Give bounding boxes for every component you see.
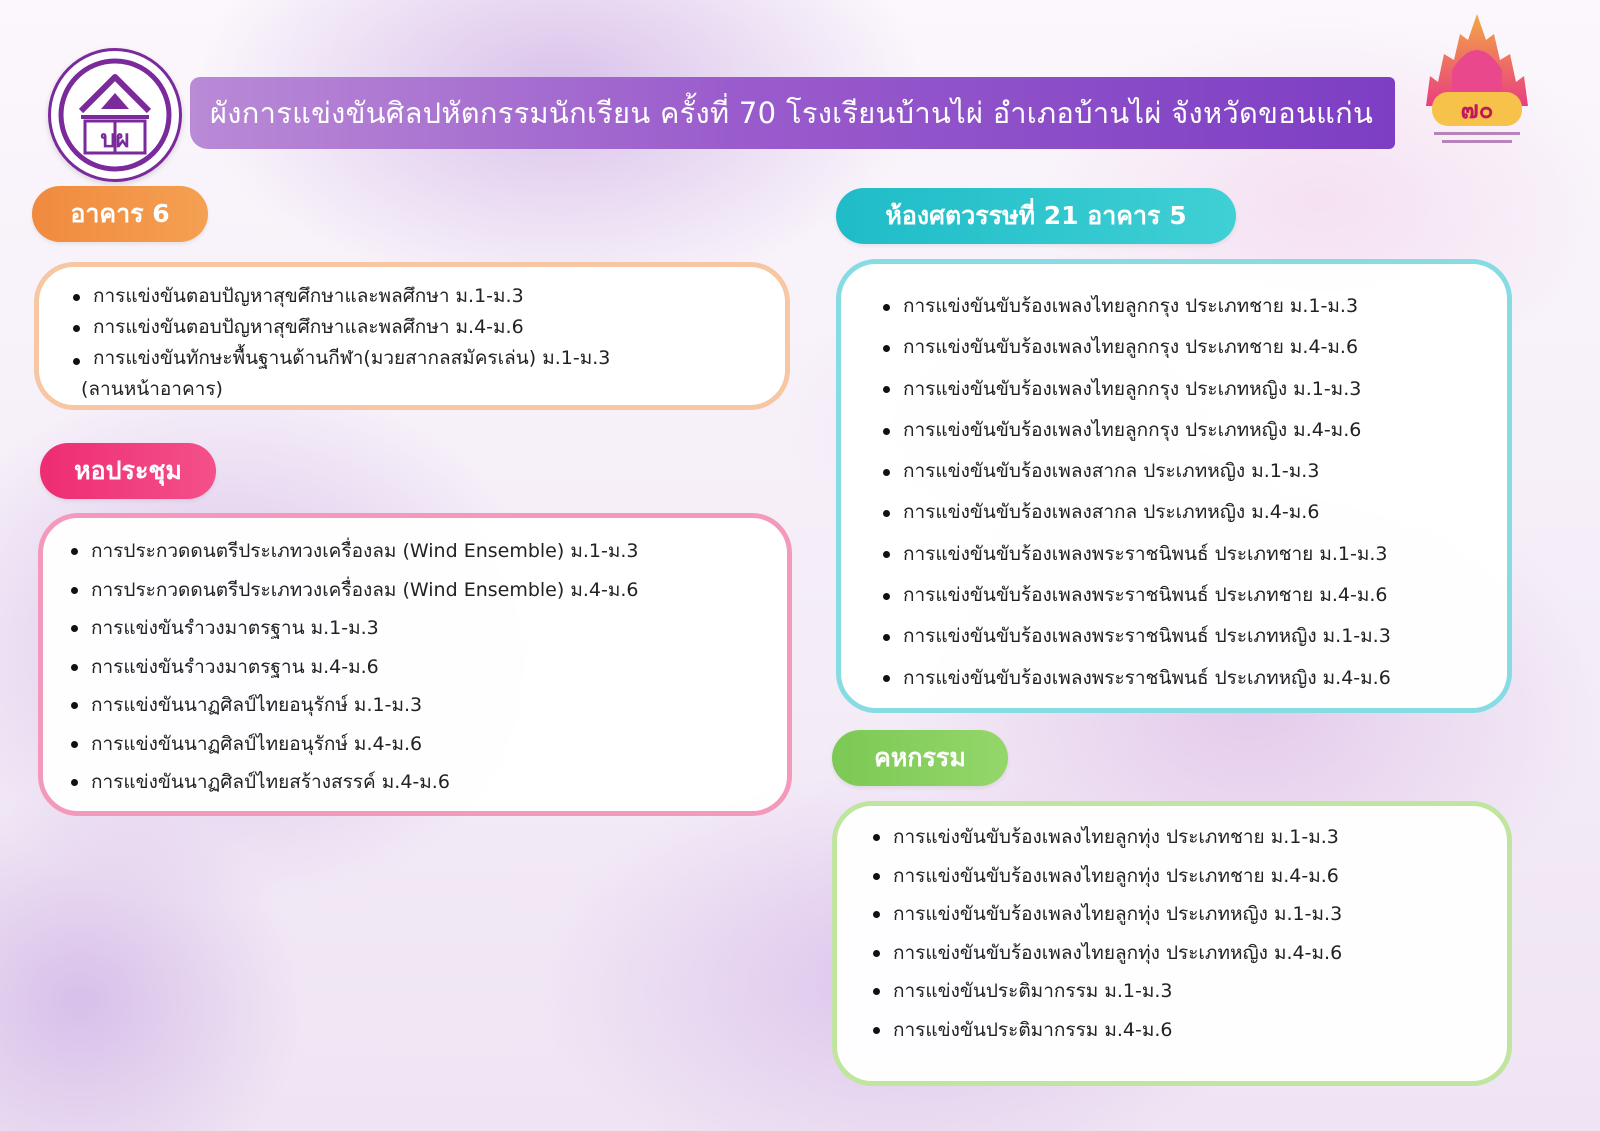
list-item: การแข่งขันทักษะพื้นฐานด้านกีฬา(มวยสากลสม… [72,343,611,405]
list-item: การแข่งขันขับร้องเพลงสากล ประเภทหญิง ม.1… [883,451,1391,492]
list-item: การแข่งขันขับร้องเพลงพระราชนิพนธ์ ประเภท… [883,658,1391,699]
tag-building-6-label: อาคาร 6 [70,199,170,228]
logo-left-text: บผ [100,125,129,153]
list-item: การประกวดดนตรีประเภทวงเครื่องลม (Wind En… [70,532,638,571]
logo-right-text: ๗๐ [1461,96,1494,124]
tag-hall-label: หอประชุม [74,456,182,485]
list-item: การแข่งขันรำวงมาตรฐาน ม.4-ม.6 [70,648,638,687]
list-item: การแข่งขันขับร้องเพลงไทยลูกทุ่ง ประเภทชา… [872,857,1342,896]
list-item: การแข่งขันนาฏศิลป์ไทยสร้างสรรค์ ม.4-ม.6 [70,763,638,802]
list-item: การแข่งขันรำวงมาตรฐาน ม.1-ม.3 [70,609,638,648]
list-item: การแข่งขันขับร้องเพลงพระราชนิพนธ์ ประเภท… [883,616,1391,657]
tag-building-6: อาคาร 6 [32,186,208,242]
list-item: การแข่งขันนาฏศิลป์ไทยอนุรักษ์ ม.4-ม.6 [70,725,638,764]
card-home-economics: การแข่งขันขับร้องเพลงไทยลูกทุ่ง ประเภทชา… [832,801,1512,1086]
list-item: การแข่งขันขับร้องเพลงสากล ประเภทหญิง ม.4… [883,492,1391,533]
tag-home-economics: คหกรรม [832,730,1008,786]
event-70th-logo: ๗๐ [1412,10,1542,160]
list-item: การแข่งขันประติมากรรม ม.1-ม.3 [872,972,1342,1011]
title-bar: ผังการแข่งขันศิลปหัตกรรมนักเรียน ครั้งที… [190,77,1395,149]
list-item: การแข่งขันขับร้องเพลงพระราชนิพนธ์ ประเภท… [883,575,1391,616]
school-logo: บผ [48,48,182,182]
tag-hall: หอประชุม [40,443,216,499]
list-item: การแข่งขันประติมากรรม ม.4-ม.6 [872,1011,1342,1050]
list-item: การแข่งขันขับร้องเพลงไทยลูกทุ่ง ประเภทหญ… [872,934,1342,973]
list-item: การแข่งขันตอบปัญหาสุขศึกษาและพลศึกษา ม.4… [72,312,610,343]
list-item-line2: (ลานหน้าอาคาร) [81,378,223,400]
card-hall: การประกวดดนตรีประเภทวงเครื่องลม (Wind En… [38,513,792,816]
list-item: การแข่งขันขับร้องเพลงไทยลูกกรุง ประเภทชา… [883,327,1391,368]
tag-home-economics-label: คหกรรม [874,743,966,772]
page-title: ผังการแข่งขันศิลปหัตกรรมนักเรียน ครั้งที… [210,96,1374,130]
card-building-6: การแข่งขันตอบปัญหาสุขศึกษาและพลศึกษา ม.1… [34,262,790,410]
list-item: การประกวดดนตรีประเภทวงเครื่องลม (Wind En… [70,571,638,610]
card-room-21st-century: การแข่งขันขับร้องเพลงไทยลูกกรุง ประเภทชา… [836,259,1512,713]
list-item: การแข่งขันขับร้องเพลงไทยลูกทุ่ง ประเภทหญ… [872,895,1342,934]
list-item: การแข่งขันขับร้องเพลงไทยลูกกรุง ประเภทหญ… [883,410,1391,451]
list-item-line1: การแข่งขันทักษะพื้นฐานด้านกีฬา(มวยสากลสม… [93,347,611,369]
list-item: การแข่งขันตอบปัญหาสุขศึกษาและพลศึกษา ม.1… [72,281,610,312]
list-item: การแข่งขันขับร้องเพลงไทยลูกกรุง ประเภทชา… [883,286,1391,327]
list-item: การแข่งขันขับร้องเพลงไทยลูกกรุง ประเภทหญ… [883,369,1391,410]
tag-room-21st-century-label: ห้องศตวรรษที่ 21 อาคาร 5 [885,201,1187,230]
list-item: การแข่งขันนาฏศิลป์ไทยอนุรักษ์ ม.1-ม.3 [70,686,638,725]
list-item: การแข่งขันขับร้องเพลงไทยลูกทุ่ง ประเภทชา… [872,818,1342,857]
tag-room-21st-century: ห้องศตวรรษที่ 21 อาคาร 5 [836,188,1236,244]
list-item: การแข่งขันขับร้องเพลงพระราชนิพนธ์ ประเภท… [883,534,1391,575]
